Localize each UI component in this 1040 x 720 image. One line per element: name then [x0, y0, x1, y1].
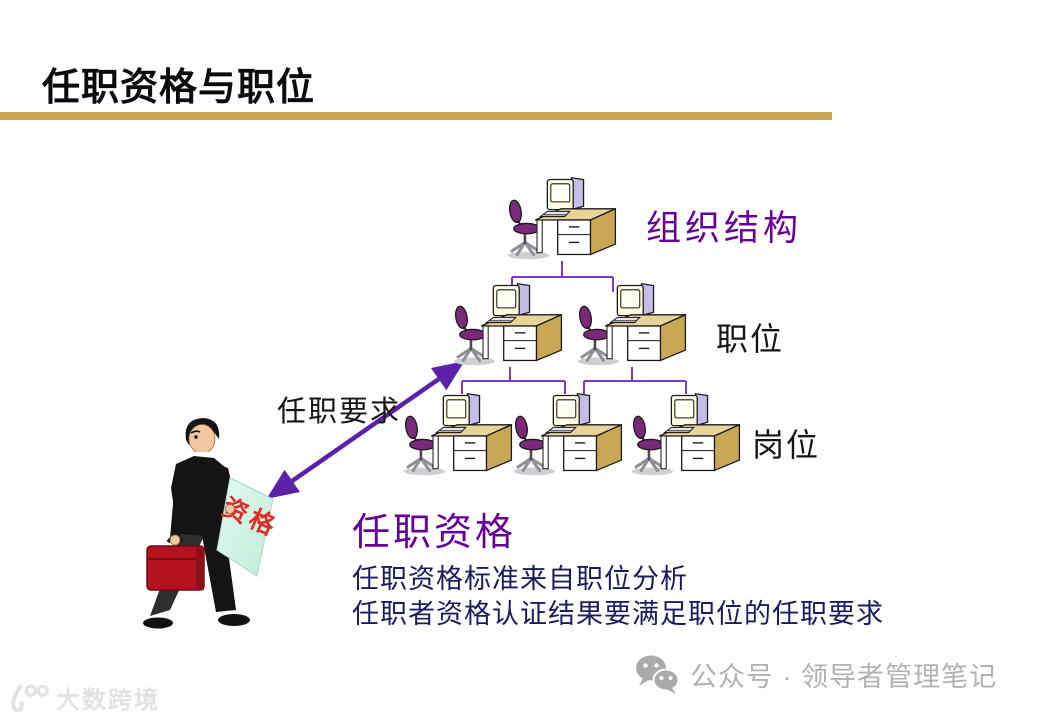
- qualification-line-1: 任职资格标准来自职位分析: [352, 564, 688, 594]
- position-label: 职位: [716, 321, 785, 357]
- computer-desk-icon-bottom-3: [630, 392, 742, 480]
- computer-desk-icon-top: [506, 176, 618, 264]
- page-title: 任职资格与职位: [42, 67, 316, 109]
- tree-branch-right: [583, 367, 687, 394]
- computer-desk-icon-mid-left: [452, 282, 564, 370]
- title-underline-bar: [0, 112, 832, 120]
- qualification-paper: 资格: [216, 477, 280, 577]
- qualification-line-2: 任职者资格认证结果要满足职位的任职要求: [352, 599, 884, 629]
- account-text: 公众号 · 领导者管理笔记: [690, 661, 997, 692]
- job-requirement-label: 任职要求: [277, 396, 402, 428]
- dashukuajing-logo-icon: [11, 683, 49, 712]
- org-structure-label: 组织结构: [646, 209, 803, 248]
- qualification-heading: 任职资格: [352, 512, 517, 554]
- account-banner: 公众号 · 领导者管理笔记: [634, 654, 997, 694]
- post-label: 岗位: [752, 427, 821, 463]
- computer-desk-icon-bottom-2: [512, 392, 624, 480]
- computer-desk-icon-bottom-1: [402, 392, 514, 480]
- tree-branch-left: [461, 367, 566, 394]
- computer-desk-icon-mid-right: [576, 282, 688, 370]
- businessman-icon: 资格: [143, 418, 280, 629]
- watermark-text: 大数跨境: [56, 687, 160, 714]
- watermark: 大数跨境: [6, 680, 160, 715]
- briefcase: [146, 534, 205, 591]
- wechat-icon: [636, 655, 680, 694]
